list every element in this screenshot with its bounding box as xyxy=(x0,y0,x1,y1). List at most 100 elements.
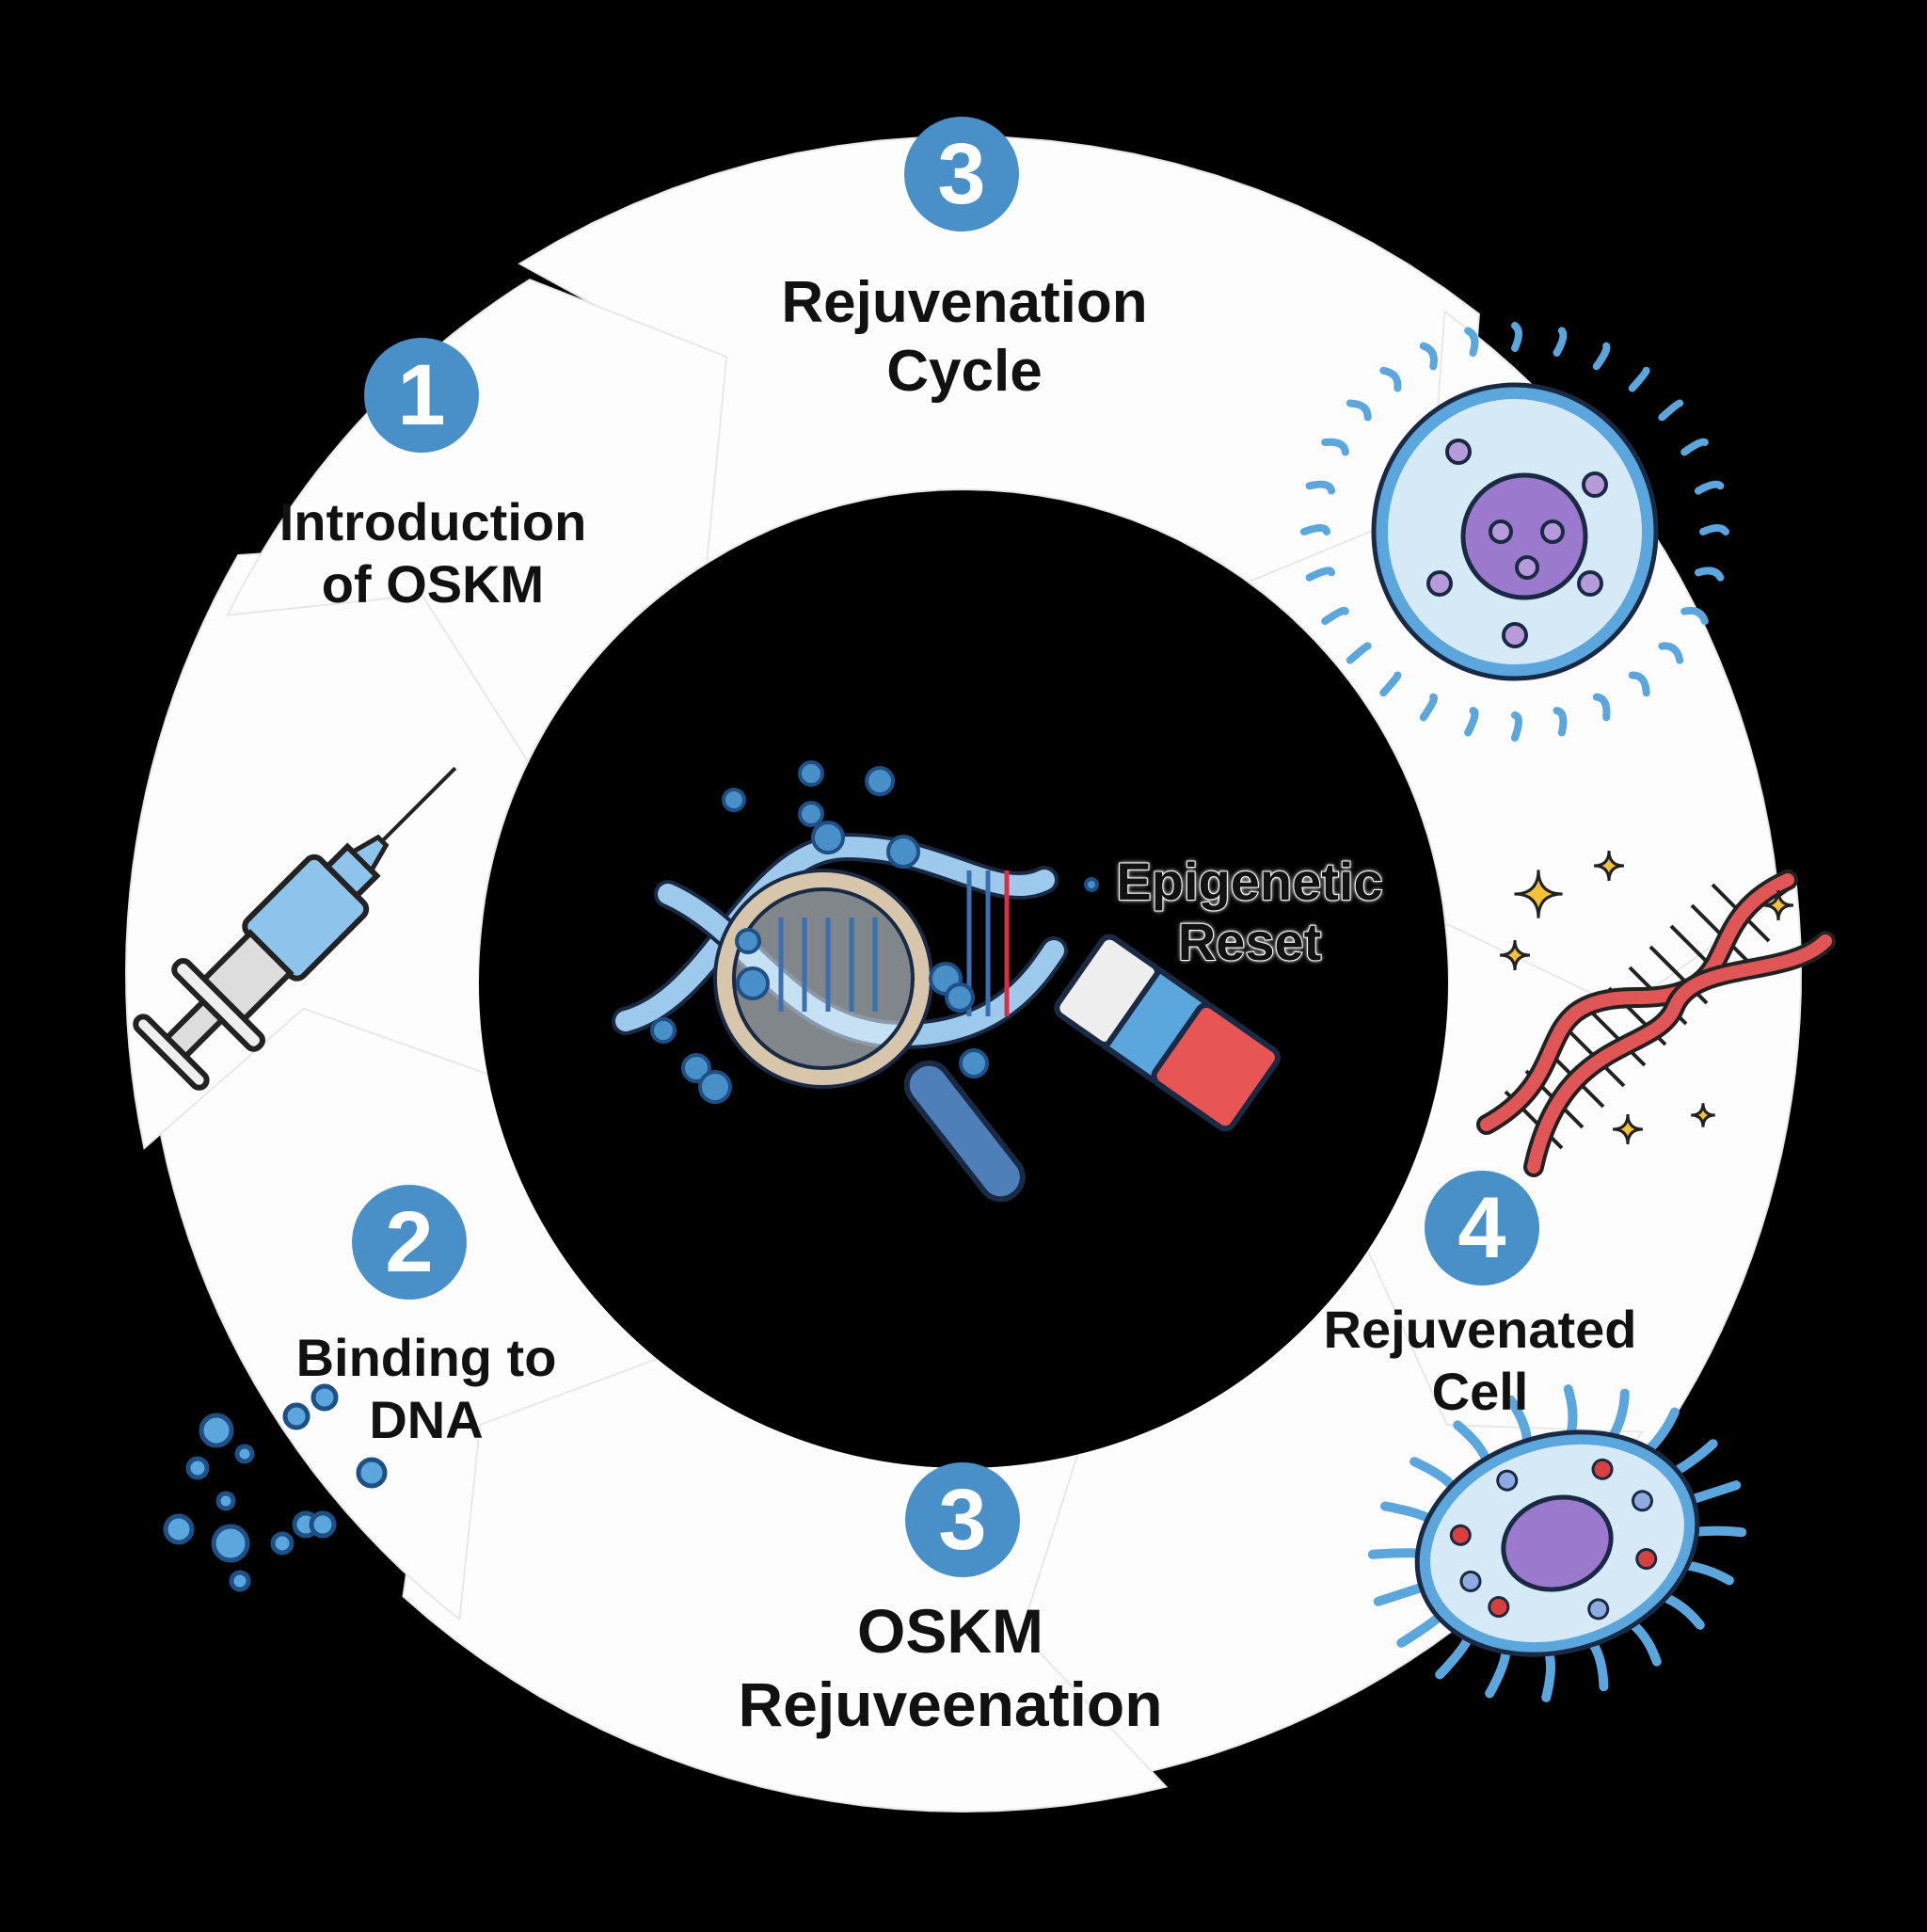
cell-cilium xyxy=(1592,693,1611,722)
molecule-atom xyxy=(811,821,845,854)
molecule-atom xyxy=(356,1457,388,1489)
step-label-rejuvenated-cell: Rejuvenated Cell xyxy=(1324,1299,1637,1423)
nucleolus xyxy=(1489,519,1513,544)
cell-cilium xyxy=(1419,342,1438,371)
molecule-atom xyxy=(270,1531,295,1556)
cell-organelle xyxy=(1582,471,1608,498)
center-line-1: Epigenetic xyxy=(1115,851,1383,912)
cell-cilium xyxy=(1628,366,1650,392)
molecule-atom xyxy=(722,788,746,812)
base-pair xyxy=(1586,1007,1647,1067)
label-line-1: Introduction xyxy=(279,492,587,551)
cell-cilium xyxy=(1694,480,1725,495)
cell-cilium xyxy=(1346,399,1372,422)
sparkle-star xyxy=(1514,870,1563,918)
cell-cilium xyxy=(1592,342,1611,371)
cell-cilium xyxy=(1300,524,1330,535)
nucleolus xyxy=(1540,519,1565,544)
molecule-icon xyxy=(650,760,1099,1104)
molecule-atom xyxy=(199,1413,234,1448)
cell-cilium xyxy=(1680,606,1709,626)
step-badge-4: 4 xyxy=(1425,1171,1539,1285)
molecule-atom xyxy=(735,928,761,954)
step-label-oskm-rejuvenation: OSKM Rejuveenation xyxy=(738,1595,1162,1742)
cycle-arrow-segment xyxy=(226,279,728,764)
icon-part xyxy=(133,1014,210,1091)
label-line-2: DNA xyxy=(369,1390,484,1450)
cell-cilium xyxy=(1628,671,1650,697)
sparkle-star xyxy=(1762,889,1794,921)
icon-part xyxy=(1414,1429,1700,1657)
cell-organelle xyxy=(1449,1524,1472,1546)
label-line-1: OSKM xyxy=(856,1596,1043,1666)
icon-part xyxy=(380,766,457,843)
label-line-2: Cycle xyxy=(886,339,1043,405)
sparkle-star xyxy=(1499,939,1531,971)
magnifying-glass-icon xyxy=(713,869,1026,1203)
sparkling-dna-icon xyxy=(1476,850,1836,1177)
molecule-atom xyxy=(309,1510,337,1539)
cell-cilium xyxy=(1419,693,1438,722)
cell-cilium xyxy=(1511,711,1522,742)
molecule-atom xyxy=(311,1383,339,1412)
cell-cilium xyxy=(1321,438,1349,456)
molecule-atom xyxy=(798,801,824,827)
molecule-atom xyxy=(698,1070,732,1104)
dna-strand xyxy=(1480,873,1794,1131)
molecule-atom xyxy=(798,760,824,787)
lens-rim xyxy=(717,872,930,1085)
molecule-atom xyxy=(681,1053,711,1083)
step-badge-1: 1 xyxy=(364,338,479,453)
molecule-atom xyxy=(163,1513,195,1545)
molecule-atom xyxy=(865,766,895,796)
cell-nucleus xyxy=(1460,472,1588,600)
molecule-atom xyxy=(886,835,920,869)
cell-organelle xyxy=(1502,622,1528,648)
eraser-body xyxy=(1151,1001,1281,1132)
label-line-2: Cell xyxy=(1431,1362,1529,1422)
label-line-2: of OSKM xyxy=(321,554,545,615)
molecule-cluster-icon xyxy=(163,1383,388,1592)
sparkle-star xyxy=(1612,1113,1644,1145)
cell-cilium xyxy=(1699,524,1729,535)
cell-organelle xyxy=(1445,439,1472,465)
molecule-atom xyxy=(282,1402,311,1430)
cell-cilium xyxy=(1553,327,1568,357)
step-label-rejuvenation-cycle: Rejuvenation Cycle xyxy=(781,268,1147,406)
molecule-atom xyxy=(211,1524,250,1563)
molecule-atom xyxy=(945,982,975,1013)
magnifier-handle xyxy=(903,1060,1026,1203)
label-line-1: Binding to xyxy=(295,1328,557,1387)
label-line-2: Rejuveenation xyxy=(738,1669,1163,1739)
step-badge-top: 3 xyxy=(904,117,1019,232)
step-badge-3: 3 xyxy=(905,1462,1020,1577)
cell-cilium xyxy=(1658,399,1684,422)
step-number: 3 xyxy=(937,125,986,222)
aged-cell-icon xyxy=(1300,322,1729,742)
cell-cilium xyxy=(1680,438,1709,456)
cell-cilium xyxy=(1379,671,1402,697)
molecule-atom xyxy=(215,1491,236,1511)
cell-cilium xyxy=(1346,642,1372,664)
molecule-atom xyxy=(959,1048,989,1078)
cell-organelle xyxy=(1496,1469,1519,1492)
cell-organelle xyxy=(1587,1598,1610,1621)
step-number: 1 xyxy=(397,346,446,443)
cell-cilium xyxy=(1694,567,1725,582)
molecule-atom xyxy=(650,1017,677,1044)
cell-organelle xyxy=(1459,1570,1482,1592)
label-line-1: Rejuvenated xyxy=(1323,1300,1637,1359)
molecule-atom xyxy=(185,1456,210,1480)
cell-organelle xyxy=(1631,1490,1653,1512)
step-label-binding: Binding to DNA xyxy=(296,1327,557,1451)
rejuvenated-cell-icon xyxy=(1367,1384,1747,1702)
cell-cilium xyxy=(1464,327,1479,357)
step-label-introduction: Introduction of OSKM xyxy=(279,491,587,615)
step-badge-2: 2 xyxy=(352,1185,467,1300)
cell-cilium xyxy=(1464,707,1479,737)
cell-organelle xyxy=(1591,1458,1614,1480)
dna-strand xyxy=(1527,934,1832,1174)
step-number: 2 xyxy=(385,1193,434,1290)
cell-cilium xyxy=(1305,567,1336,582)
